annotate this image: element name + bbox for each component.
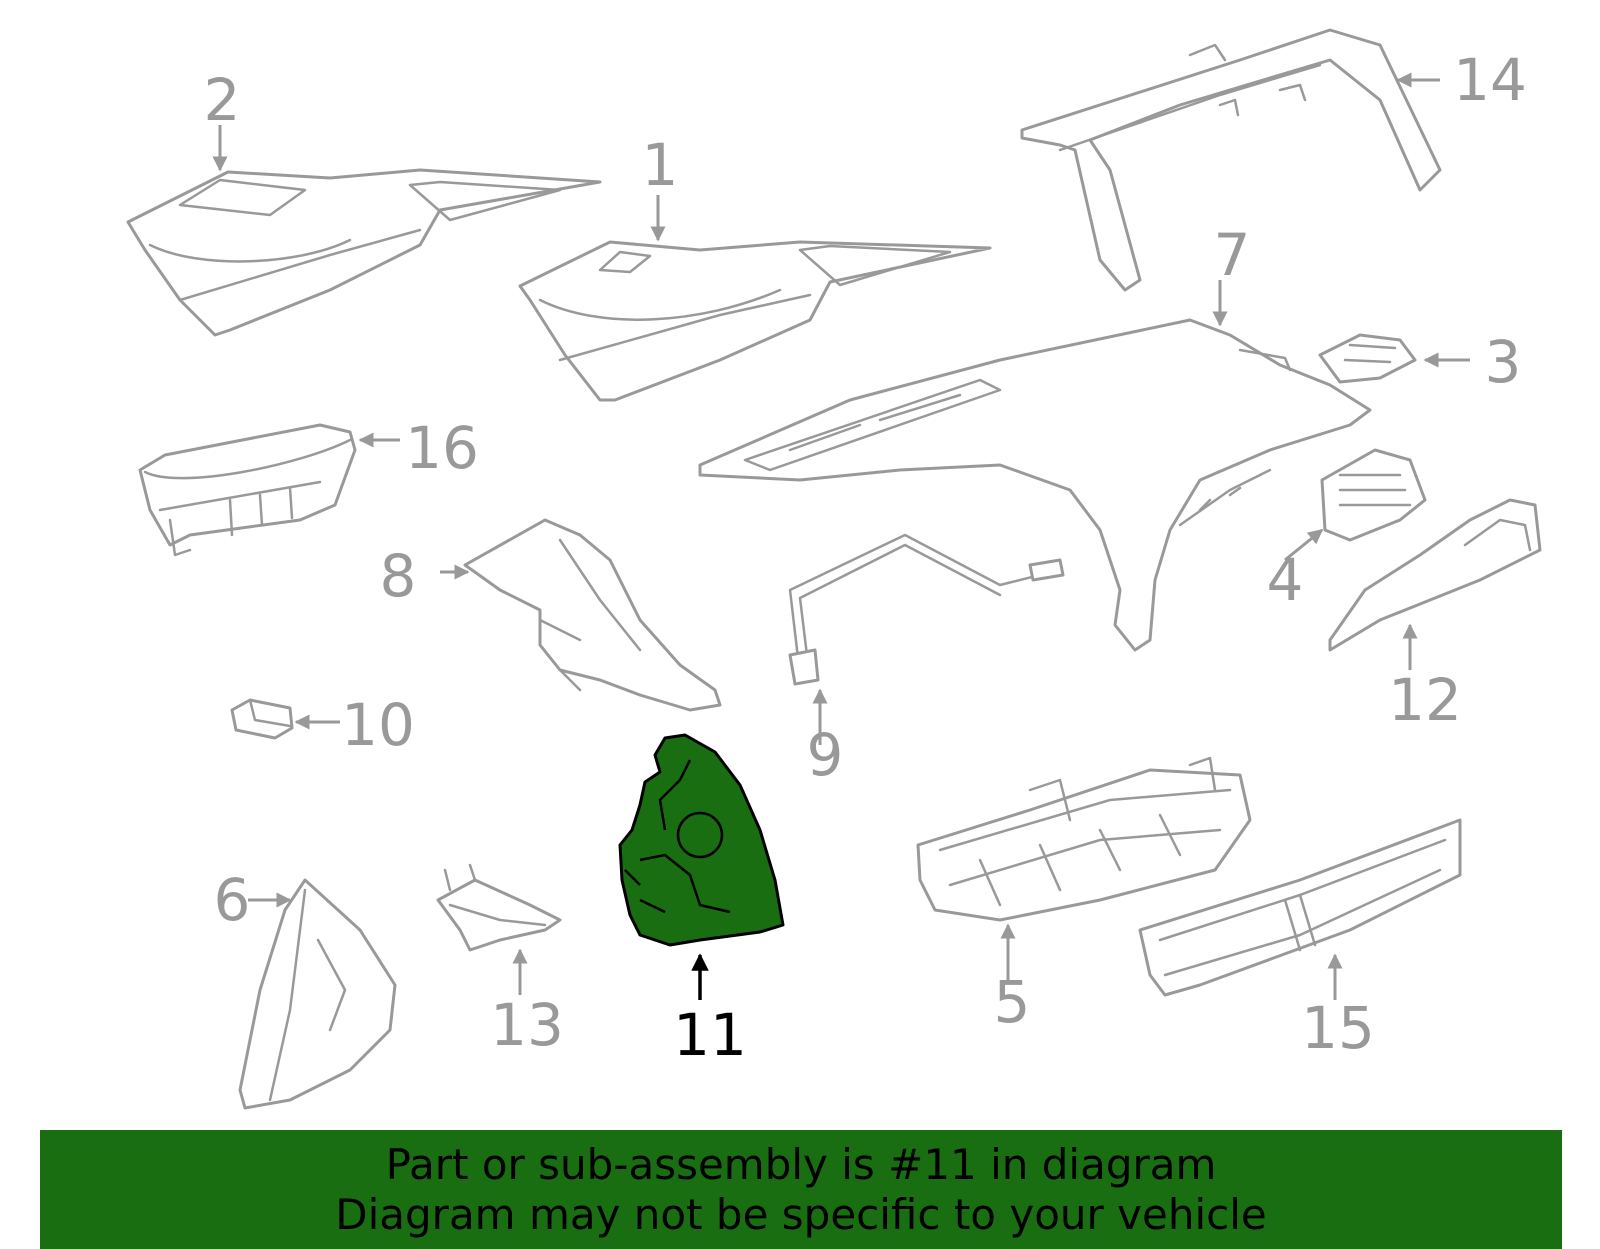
callout-2: 2: [204, 66, 241, 134]
part-2-upper-cover[interactable]: [126, 168, 602, 337]
part-15-lower-bezel[interactable]: [1138, 818, 1462, 997]
callout-6: 6: [214, 866, 251, 934]
callout-7: 7: [1214, 221, 1251, 289]
part-4-air-vent[interactable]: [1320, 448, 1427, 542]
callout-8: 8: [380, 542, 417, 610]
part-1-upper-cover[interactable]: [518, 240, 992, 402]
callout-15: 15: [1301, 994, 1375, 1062]
part-5-center-vent[interactable]: [916, 756, 1252, 922]
part-12-trim[interactable]: [1328, 498, 1542, 652]
banner-line-2: Diagram may not be specific to your vehi…: [335, 1189, 1267, 1239]
part-16-airbag[interactable]: [138, 423, 357, 557]
leader-4: [1284, 528, 1324, 562]
part-8-bracket[interactable]: [463, 518, 722, 712]
info-banner: Part or sub-assembly is #11 in diagram D…: [40, 1130, 1562, 1249]
callout-10: 10: [341, 691, 415, 759]
callout-9: 9: [807, 721, 844, 789]
callout-5: 5: [994, 968, 1031, 1036]
callout-3: 3: [1485, 328, 1522, 396]
part-10-switch[interactable]: [230, 698, 294, 740]
instrument-panel[interactable]: [698, 318, 1372, 652]
callout-11: 11: [673, 1001, 747, 1069]
part-14-bezel[interactable]: [1020, 28, 1442, 292]
part-3-vent[interactable]: [1318, 333, 1417, 384]
part-9-brace[interactable]: [788, 533, 1065, 686]
callout-1: 1: [642, 131, 679, 199]
part-13-bracket[interactable]: [436, 863, 562, 952]
callout-16: 16: [405, 414, 479, 482]
callout-14: 14: [1453, 46, 1527, 114]
part-6-end-cap[interactable]: [238, 878, 397, 1110]
callout-4: 4: [1267, 546, 1304, 614]
callout-12: 12: [1388, 666, 1462, 734]
part-11-highlighted[interactable]: [618, 733, 785, 947]
banner-line-1: Part or sub-assembly is #11 in diagram: [385, 1139, 1217, 1189]
callout-13: 13: [490, 991, 564, 1059]
